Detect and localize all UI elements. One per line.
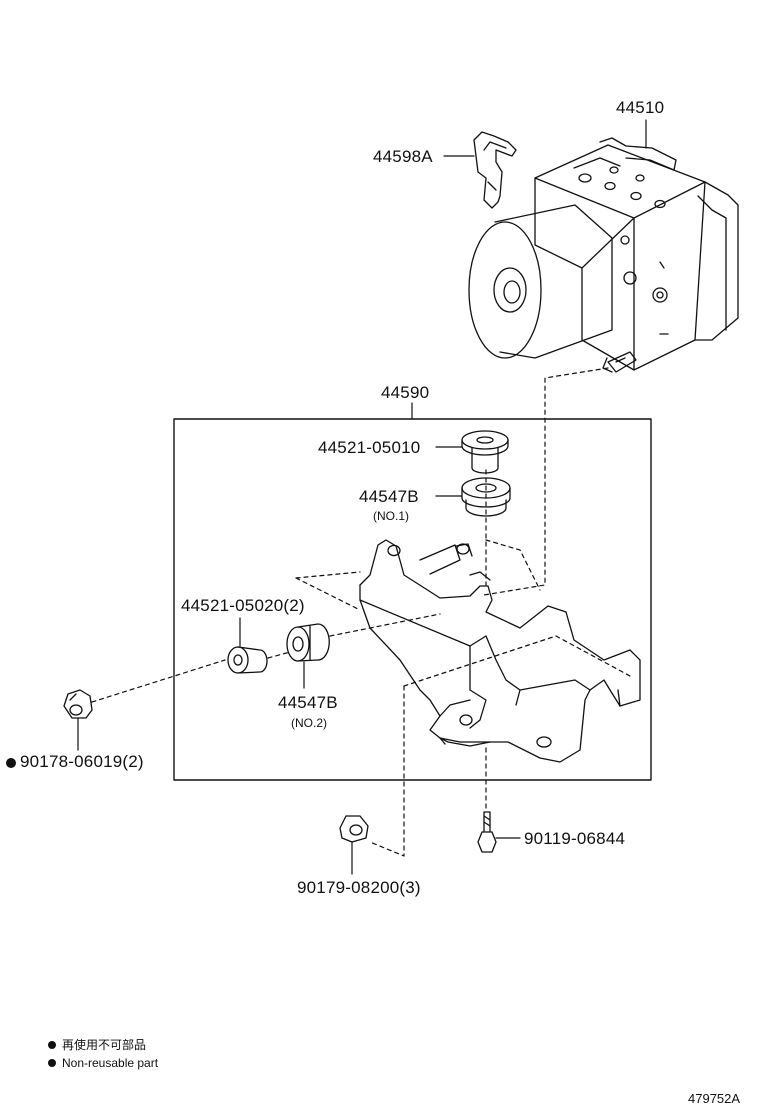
nut-left-drawing	[63, 689, 93, 719]
legend-text-en: Non-reusable part	[62, 1056, 159, 1070]
part-label-44510[interactable]: 44510	[616, 98, 665, 117]
legend-line-ja: 再使用不可部品	[48, 1039, 146, 1051]
part-label-44547b-no1[interactable]: 44547B	[359, 487, 419, 506]
part-label-44521-05020[interactable]: 44521-05020(2)	[181, 596, 305, 615]
abs-actuator-drawing	[468, 137, 739, 373]
filled-circle-icon	[48, 1059, 56, 1067]
part-label-90119-06844[interactable]: 90119-06844	[524, 829, 626, 848]
part-label-90179-08200[interactable]: 90179-08200(3)	[297, 878, 421, 897]
legend-text-ja: 再使用不可部品	[62, 1038, 147, 1052]
dashed-guides	[91, 367, 631, 857]
part-sublabel-no1: (NO.1)	[373, 509, 409, 523]
part-label-44521-05010[interactable]: 44521-05010	[318, 438, 421, 457]
bolt-drawing	[477, 811, 497, 853]
part-label-44590[interactable]: 44590	[381, 383, 430, 402]
leader-lines	[77, 119, 647, 875]
part-label-90178-06019[interactable]: 90178-06019(2)	[20, 752, 144, 771]
part-label-44547b-no2[interactable]: 44547B	[278, 693, 338, 712]
clip-drawing	[473, 131, 517, 209]
part-label-44598a[interactable]: 44598A	[373, 147, 433, 166]
collar-2-drawing	[227, 646, 268, 674]
cushion-no2-drawing	[286, 623, 330, 662]
nut-bottom-drawing	[339, 815, 369, 843]
filled-circle-icon	[48, 1041, 56, 1049]
collar-drawing	[461, 430, 509, 474]
legend-line-en: Non-reusable part	[48, 1057, 158, 1069]
part-label-90178-06019-wrap[interactable]: 90178-06019(2)	[6, 753, 144, 770]
filled-circle-icon	[6, 758, 16, 768]
part-sublabel-no2: (NO.2)	[291, 716, 327, 730]
bracket-drawing	[359, 539, 641, 763]
diagram-reference-number: 479752A	[688, 1091, 741, 1106]
